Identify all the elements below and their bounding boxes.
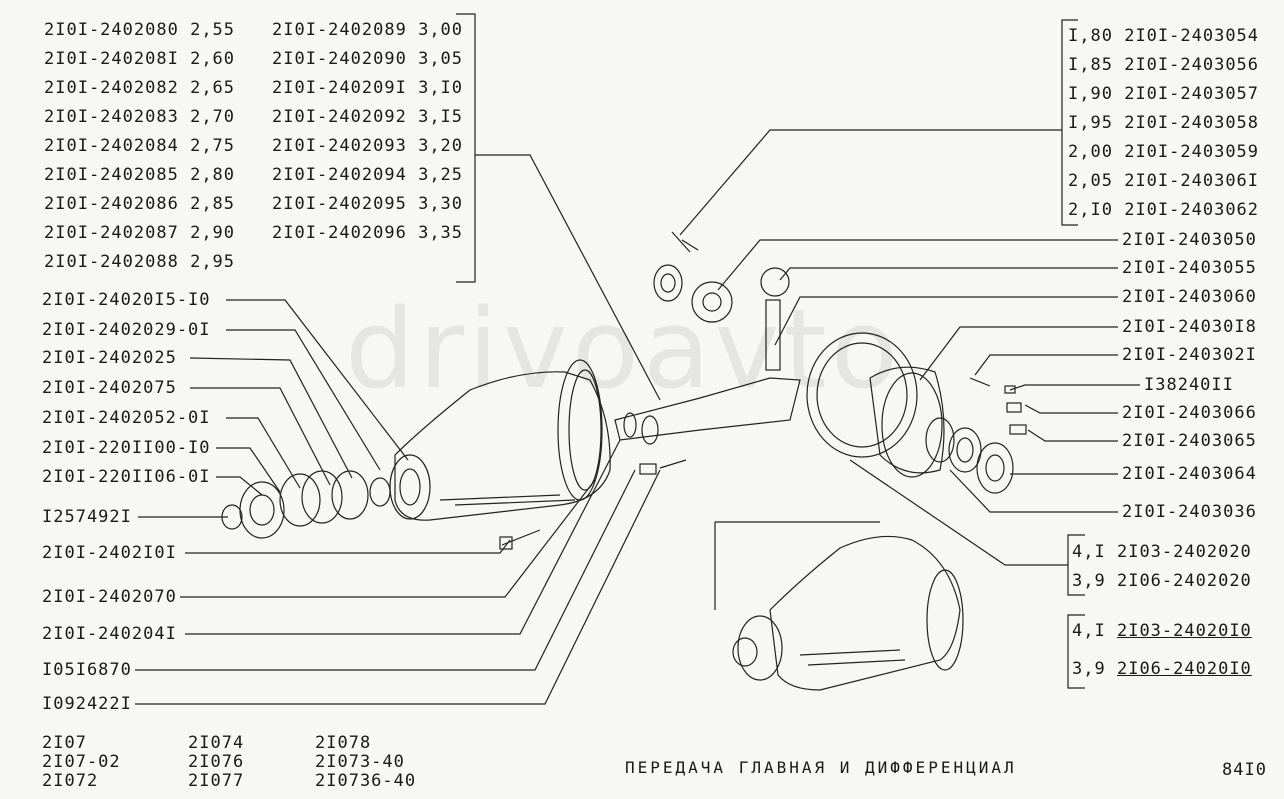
model-label: 2I073-40 [315,752,405,772]
callout-label: 2I0I-2402070 [42,587,177,607]
table-row: 3,9 2I06-24020I0 [1072,659,1252,679]
table-row: I,95 2I0I-2403058 [1068,113,1260,133]
housing-outline [394,371,611,521]
bracket-ratio-assembly [1067,614,1085,689]
callout-label: 2I0I-2403065 [1122,431,1257,451]
model-label: 2I074 [188,733,245,753]
callout-label: 2I0I-2402075 [42,378,177,398]
callout-label: 2I0I-220II00-I0 [42,438,211,458]
callout-label: 2I0I-24020I5-I0 [42,290,211,310]
table-row: 2I0I-2402094 3,25 [272,165,464,185]
table-row: 3,9 2I06-2402020 [1072,571,1252,591]
table-row: 2I0I-2402086 2,85 [44,194,236,214]
table-row: 2I0I-2402088 2,95 [44,252,236,272]
model-label: 2I0736-40 [315,771,417,791]
table-row: I,90 2I0I-2403057 [1068,84,1260,104]
callout-label: 2I0I-220II06-0I [42,467,211,487]
callout-label: 2I0I-2402052-0I [42,408,211,428]
table-row: 2I0I-2402084 2,75 [44,136,236,156]
table-row: 4,I 2I03-2402020 [1072,542,1252,562]
table-row: 2,00 2I0I-2403059 [1068,142,1260,162]
bracket-right-table [1061,19,1078,226]
table-row: 2,05 2I0I-240306I [1068,171,1260,191]
model-label: 2I077 [188,771,245,791]
table-row: 2I0I-2402096 3,35 [272,223,464,243]
watermark: drivoavto [345,285,902,413]
callout-label: 2I0I-2403050 [1122,230,1257,250]
table-row: 2I0I-2402082 2,65 [44,78,236,98]
table-row: 4,I 2I03-24020I0 [1072,621,1252,641]
table-row: 2I0I-2402080 2,55 [44,20,236,40]
table-row: 2I0I-2402095 3,30 [272,194,464,214]
callout-label: I092422I [42,694,132,714]
table-row: 2I0I-2402089 3,00 [272,20,464,40]
model-label: 2I078 [315,733,372,753]
callout-label: I257492I [42,507,132,527]
callout-label: I38240II [1144,375,1234,395]
table-row: 2I0I-240209I 3,I0 [272,78,464,98]
callout-label: 2I0I-2403066 [1122,403,1257,423]
callout-label: 2I0I-240204I [42,624,177,644]
table-row: 2,I0 2I0I-2403062 [1068,200,1260,220]
table-row: I,80 2I0I-2403054 [1068,26,1260,46]
callout-label: 2I0I-2402I0I [42,543,177,563]
table-row: 2I0I-2402083 2,70 [44,107,236,127]
table-row: 2I0I-2402085 2,80 [44,165,236,185]
table-row: 2I0I-2402087 2,90 [44,223,236,243]
page-number: 84I0 [1222,760,1267,780]
table-row: 2I0I-240208I 2,60 [44,49,236,69]
callout-label: 2I0I-2403060 [1122,287,1257,307]
callout-label: 2I0I-2403055 [1122,258,1257,278]
table-row: 2I0I-2402090 3,05 [272,49,464,69]
model-label: 2I07-02 [42,752,121,772]
callout-label: I05I6870 [42,660,132,680]
model-label: 2I072 [42,771,99,791]
model-label: 2I076 [188,752,245,772]
callout-label: 2I0I-24030I8 [1122,317,1257,337]
model-label: 2I07 [42,733,87,753]
callout-label: 2I0I-2403064 [1122,464,1257,484]
bracket-thickness-table [456,13,476,283]
table-row: 2I0I-2402092 3,I5 [272,107,464,127]
callout-label: 2I0I-2402029-0I [42,320,211,340]
table-row: 2I0I-2402093 3,20 [272,136,464,156]
callout-label: 2I0I-2402025 [42,348,177,368]
callout-label: 2I0I-240302I [1122,345,1257,365]
page-title: ПЕРЕДАЧА ГЛАВНАЯ И ДИФФЕРЕНЦИАЛ [625,758,1017,777]
callout-label: 2I0I-2403036 [1122,502,1257,522]
table-row: I,85 2I0I-2403056 [1068,55,1260,75]
